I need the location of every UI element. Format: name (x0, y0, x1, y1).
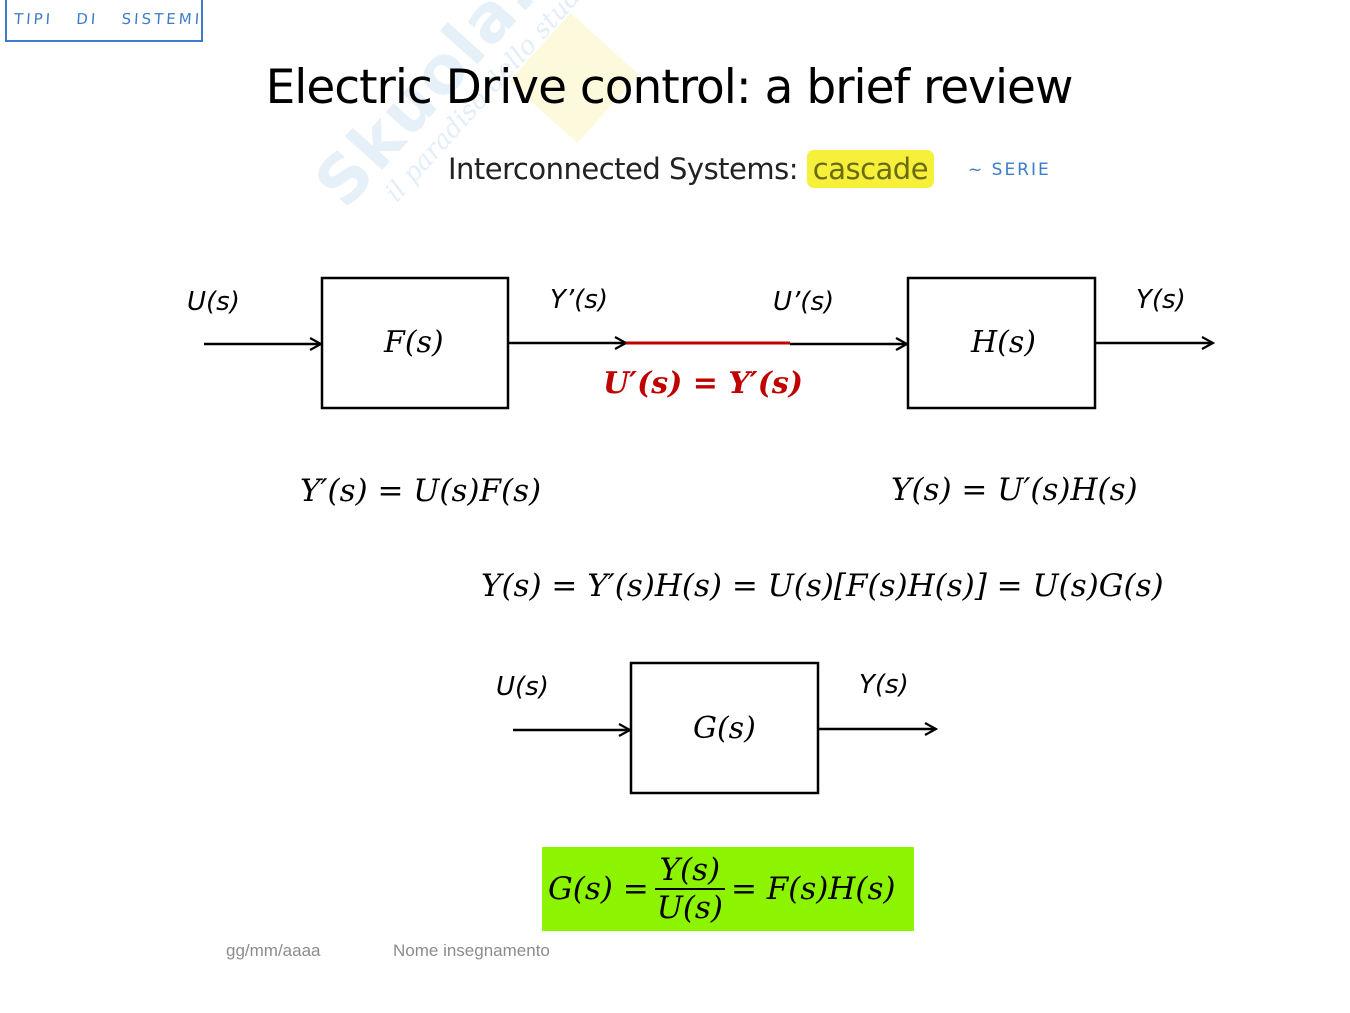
output-label: Y(s) (1136, 285, 1186, 315)
serie-annotation: ~ SERIE (968, 160, 1051, 180)
result-denominator: U(s) (656, 890, 723, 926)
footer-date: gg/mm/aaaa (226, 941, 321, 960)
subtitle-highlight: cascade (806, 150, 935, 188)
subtitle-prefix: Interconnected Systems: (448, 152, 807, 186)
fraction-bar (654, 888, 725, 890)
equiv-output-label: Y(s) (859, 670, 909, 700)
connection-equation: U′(s) = Y′(s) (603, 366, 803, 401)
input-label: U(s) (187, 287, 240, 317)
footer-course: Nome insegnamento (393, 941, 550, 960)
result-numerator: Y(s) (659, 852, 721, 888)
block2-relation: Y(s) = U′(s)H(s) (891, 472, 1138, 508)
result-lhs: G(s) = (548, 871, 649, 907)
block1-relation: Y′(s) = U(s)F(s) (300, 473, 542, 509)
corner-tag-frame (5, 0, 203, 42)
slide-subtitle: Interconnected Systems: cascade (448, 150, 935, 188)
equiv-input-label: U(s) (496, 672, 549, 702)
chain-equation: Y(s) = Y′(s)H(s) = U(s)[F(s)H(s)] = U(s)… (481, 568, 1164, 604)
block-h-label: H(s) (971, 325, 1036, 360)
result-fraction: Y(s) U(s) (654, 852, 725, 926)
result-box (542, 847, 914, 931)
result-rhs: = F(s)H(s) (730, 871, 896, 907)
block-g-label: G(s) (693, 711, 756, 746)
intermediate-output-label: Y’(s) (550, 285, 608, 315)
transfer-function-result: G(s) = Y(s) U(s) = F(s)H(s) (548, 847, 896, 931)
block-f-label: F(s) (384, 325, 444, 360)
intermediate-input-label: U’(s) (773, 287, 835, 317)
slide-title: Electric Drive control: a brief review (265, 60, 1074, 115)
